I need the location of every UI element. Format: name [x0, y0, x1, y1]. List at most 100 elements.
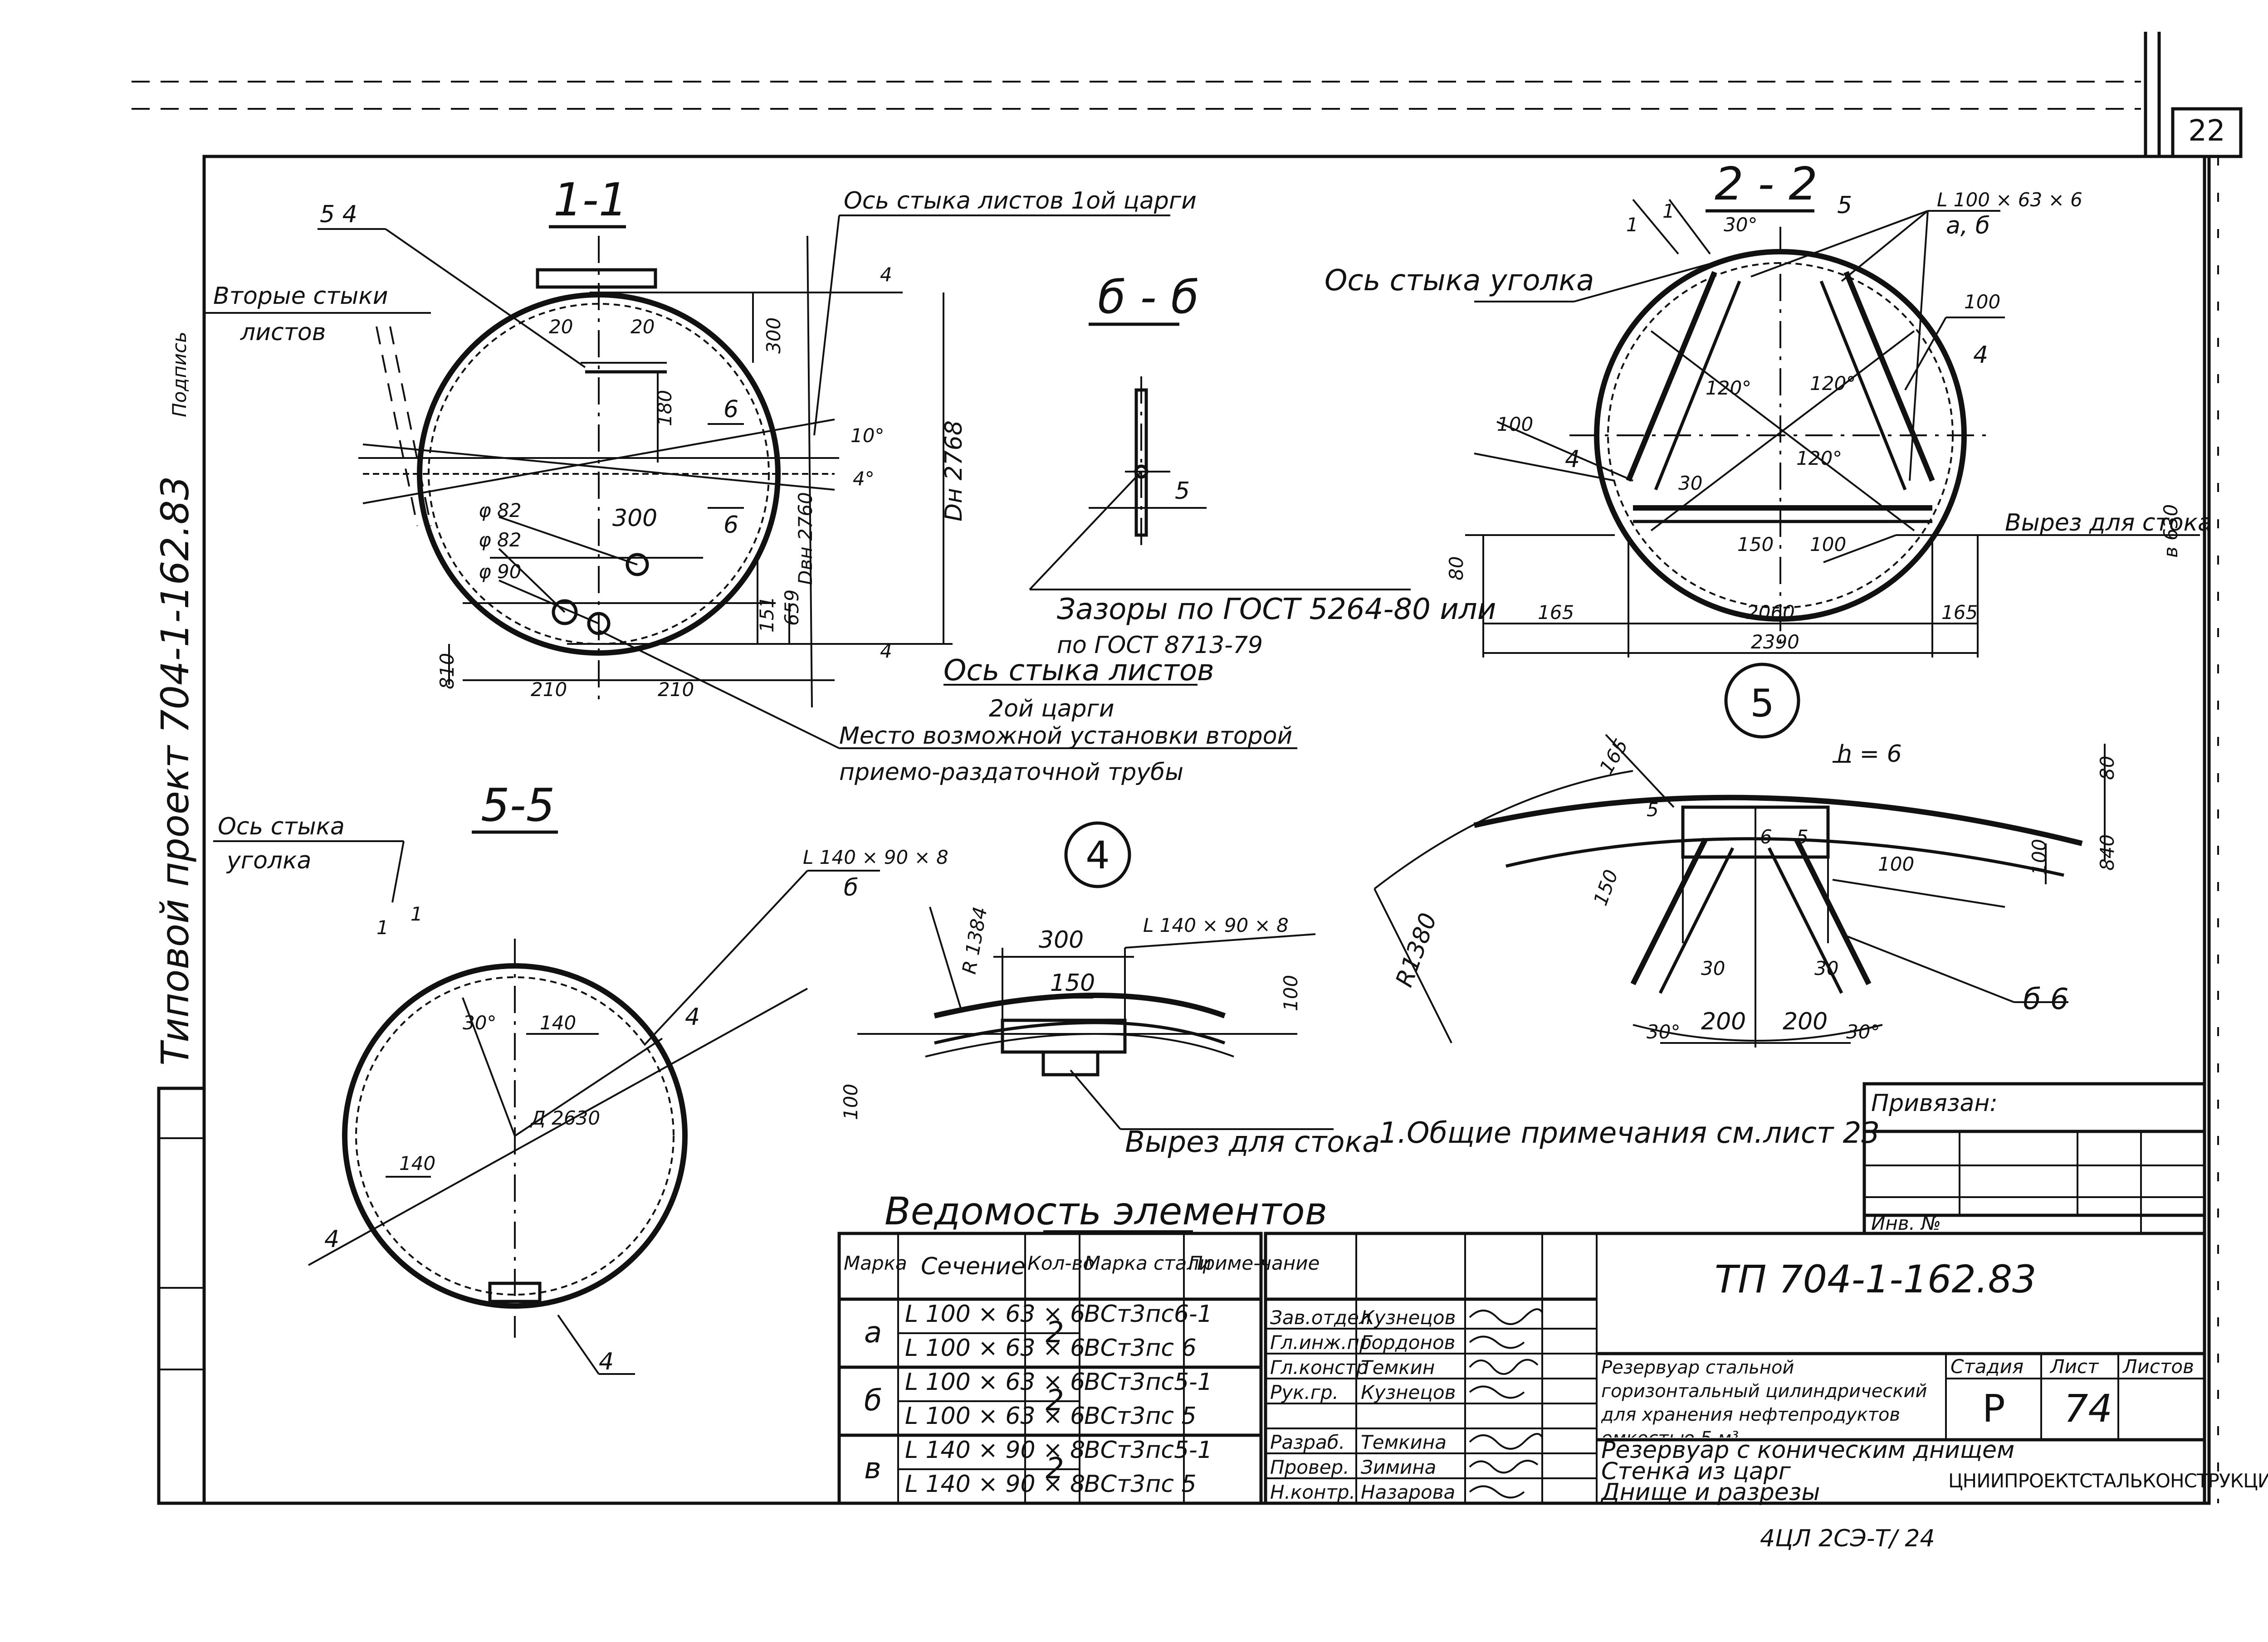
col-sheet-label: Лист	[2049, 1355, 2099, 1378]
spec-g0-r0-steel: ВСт3пс6-1	[1084, 1301, 1212, 1328]
ang-120c: 120°	[1796, 447, 1842, 469]
name-0: Кузнецов	[1361, 1306, 1456, 1329]
spec-g0-mark: а	[864, 1316, 882, 1350]
dim-22-1a: 1	[1626, 214, 1638, 236]
dim-22-2390: 2390	[1751, 631, 1799, 653]
section-b-b-title: б - б	[1098, 271, 1199, 324]
angle-axis-label: Ось стыка уголка	[1325, 264, 1594, 297]
dim-4-100a: 100	[1280, 975, 1302, 1011]
name-2: Темкин	[1361, 1356, 1435, 1379]
profile-label-1: L 100 × 63 × 6	[1937, 189, 2082, 211]
dim-4-150: 150	[1050, 970, 1095, 997]
joint-axis-bottom-label-1: Ось стыка листов	[943, 654, 1214, 687]
profile-label-2: а, б	[1946, 212, 1990, 239]
dim-55-140a: 140	[540, 1012, 576, 1034]
name-6: Назарова	[1361, 1481, 1455, 1503]
dim-5-5a: 5	[1647, 799, 1659, 821]
section-2-2-title: 2 - 2	[1715, 157, 1818, 210]
node-5-brace-left	[1630, 838, 1735, 994]
spec-title: Ведомость элементов	[885, 1189, 1327, 1233]
sheet-desc-3: Днище и разрезы	[1600, 1479, 1820, 1506]
spec-g0-count: 2	[1046, 1316, 1064, 1350]
sheet-desc-1: Резервуар с коническим днищем	[1601, 1437, 2014, 1464]
dim-22-5: 5	[1837, 192, 1852, 219]
dim-55-1a: 1	[376, 916, 389, 939]
dim-20b: 20	[631, 316, 655, 338]
brace-left	[1626, 271, 1741, 491]
dim-22-150: 150	[1737, 533, 1774, 555]
gap-note-2: по ГОСТ 8713-79	[1057, 632, 1263, 659]
dim-5-80: 80	[2096, 756, 2118, 780]
dim-phi90: φ 90	[479, 560, 522, 583]
install-label-1: Место возможной установки второй	[839, 722, 1292, 750]
dim-4a: 4	[880, 263, 892, 286]
role-0: Зав.отдел	[1270, 1306, 1371, 1329]
sheet-frame: 22 Типовой проект 704-1-162.83 Подпись 4…	[132, 32, 2243, 1552]
dim-4-300: 300	[1039, 926, 1084, 954]
role-2: Гл.констр	[1270, 1356, 1368, 1379]
dim-300: 300	[763, 317, 785, 354]
vert-joints-label-1: Вторые стыки	[213, 283, 388, 310]
bind-block: Привязан: Инв. №	[1862, 1082, 2206, 1235]
dim-phi82b: φ 82	[479, 529, 522, 551]
dim-20a: 20	[549, 316, 573, 338]
dim-810: 810	[436, 653, 458, 689]
spec-g2-mark: в	[864, 1452, 881, 1486]
dim-6a: 6	[723, 396, 738, 423]
dim-55-140b: 140	[399, 1152, 435, 1174]
dim-22-30: 30	[1678, 472, 1702, 494]
section-1-1: 1-1	[204, 173, 1297, 786]
section-5-5-title: 5-5	[481, 779, 555, 832]
cut-4-label: Вырез для стока	[1125, 1126, 1380, 1159]
role-4: Разраб.	[1270, 1431, 1345, 1453]
spec-g1-r0-section: L 100 × 63 × 6	[905, 1369, 1085, 1396]
dim-22-2060: 2060	[1746, 601, 1795, 624]
dim-22-4a: 4	[1973, 341, 1988, 369]
dim-55-4a: 4	[685, 1004, 700, 1031]
sheet-desc-2: Стенка из царг	[1601, 1458, 1791, 1485]
dim-phi82a: φ 82	[479, 499, 522, 521]
ang-22-30: 30°	[1724, 214, 1757, 236]
role-1: Гл.инж.пр	[1270, 1331, 1372, 1354]
side-label-small: Подпись	[168, 331, 191, 417]
name-5: Зимина	[1361, 1456, 1436, 1478]
dim-210b: 210	[658, 678, 694, 701]
profile-55-label-2: б	[844, 874, 858, 901]
node-5-brace-right	[1767, 838, 1872, 994]
spec-g1-count: 2	[1046, 1384, 1064, 1418]
section-1-1-title: 1-1	[553, 173, 627, 226]
joint-axis-top-label: Ось стыка листов 1ой царги	[844, 187, 1197, 214]
dim-22-4b: 4	[1565, 446, 1580, 473]
spec-g0-r1-section: L 100 × 63 × 6	[905, 1335, 1085, 1362]
col-sheets-label: Листов	[2122, 1355, 2194, 1378]
dim-4b: 4	[880, 640, 892, 662]
dim-4-100b: 100	[840, 1084, 862, 1120]
brace-right	[1819, 271, 1935, 491]
spec-g1-r0-steel: ВСт3пс5-1	[1084, 1369, 1212, 1396]
dim-659: 659	[781, 590, 803, 626]
section-2-2: 2 - 2	[1325, 157, 2212, 658]
dim-5-150: 150	[1589, 867, 1622, 908]
dim-22-v: в 630	[2160, 504, 2182, 558]
signatures	[1469, 1308, 1543, 1499]
dim-5-h: h = 6	[1837, 741, 1902, 768]
spec-g0-r0-section: L 100 × 63 × 6	[905, 1301, 1085, 1328]
spec-head-mark: Марка	[844, 1252, 907, 1274]
dim-180: 180	[654, 390, 676, 426]
dim-55-2630: Д 2630	[530, 1107, 600, 1129]
spec-head-count: Кол-во	[1027, 1252, 1095, 1274]
callout-54: 5 4	[320, 201, 357, 228]
section-b-b: б - б 5 Зазоры по ГОСТ 5264-80 или по ГО…	[1029, 271, 1496, 659]
dim-5-30a: 30	[1701, 957, 1725, 979]
name-3: Кузнецов	[1361, 1381, 1456, 1403]
sheet-number-top: 22	[2188, 114, 2225, 148]
spec-g1-r1-steel: ВСт3пс 5	[1084, 1403, 1197, 1430]
joint-axis-bottom-label-2: 2ой царги	[989, 695, 1114, 722]
role-5: Провер.	[1270, 1456, 1349, 1478]
dim-5-5b: 5	[1796, 826, 1809, 848]
general-note: 1.Общие примечания см.лист 23	[1379, 1116, 1880, 1150]
spec-g2-r1-section: L 140 × 90 × 8	[905, 1471, 1085, 1498]
cut-label: Вырез для стока	[2005, 509, 2212, 536]
ang-4: 4°	[853, 468, 875, 490]
title-code: ТП 704-1-162.83	[1715, 1257, 2037, 1301]
